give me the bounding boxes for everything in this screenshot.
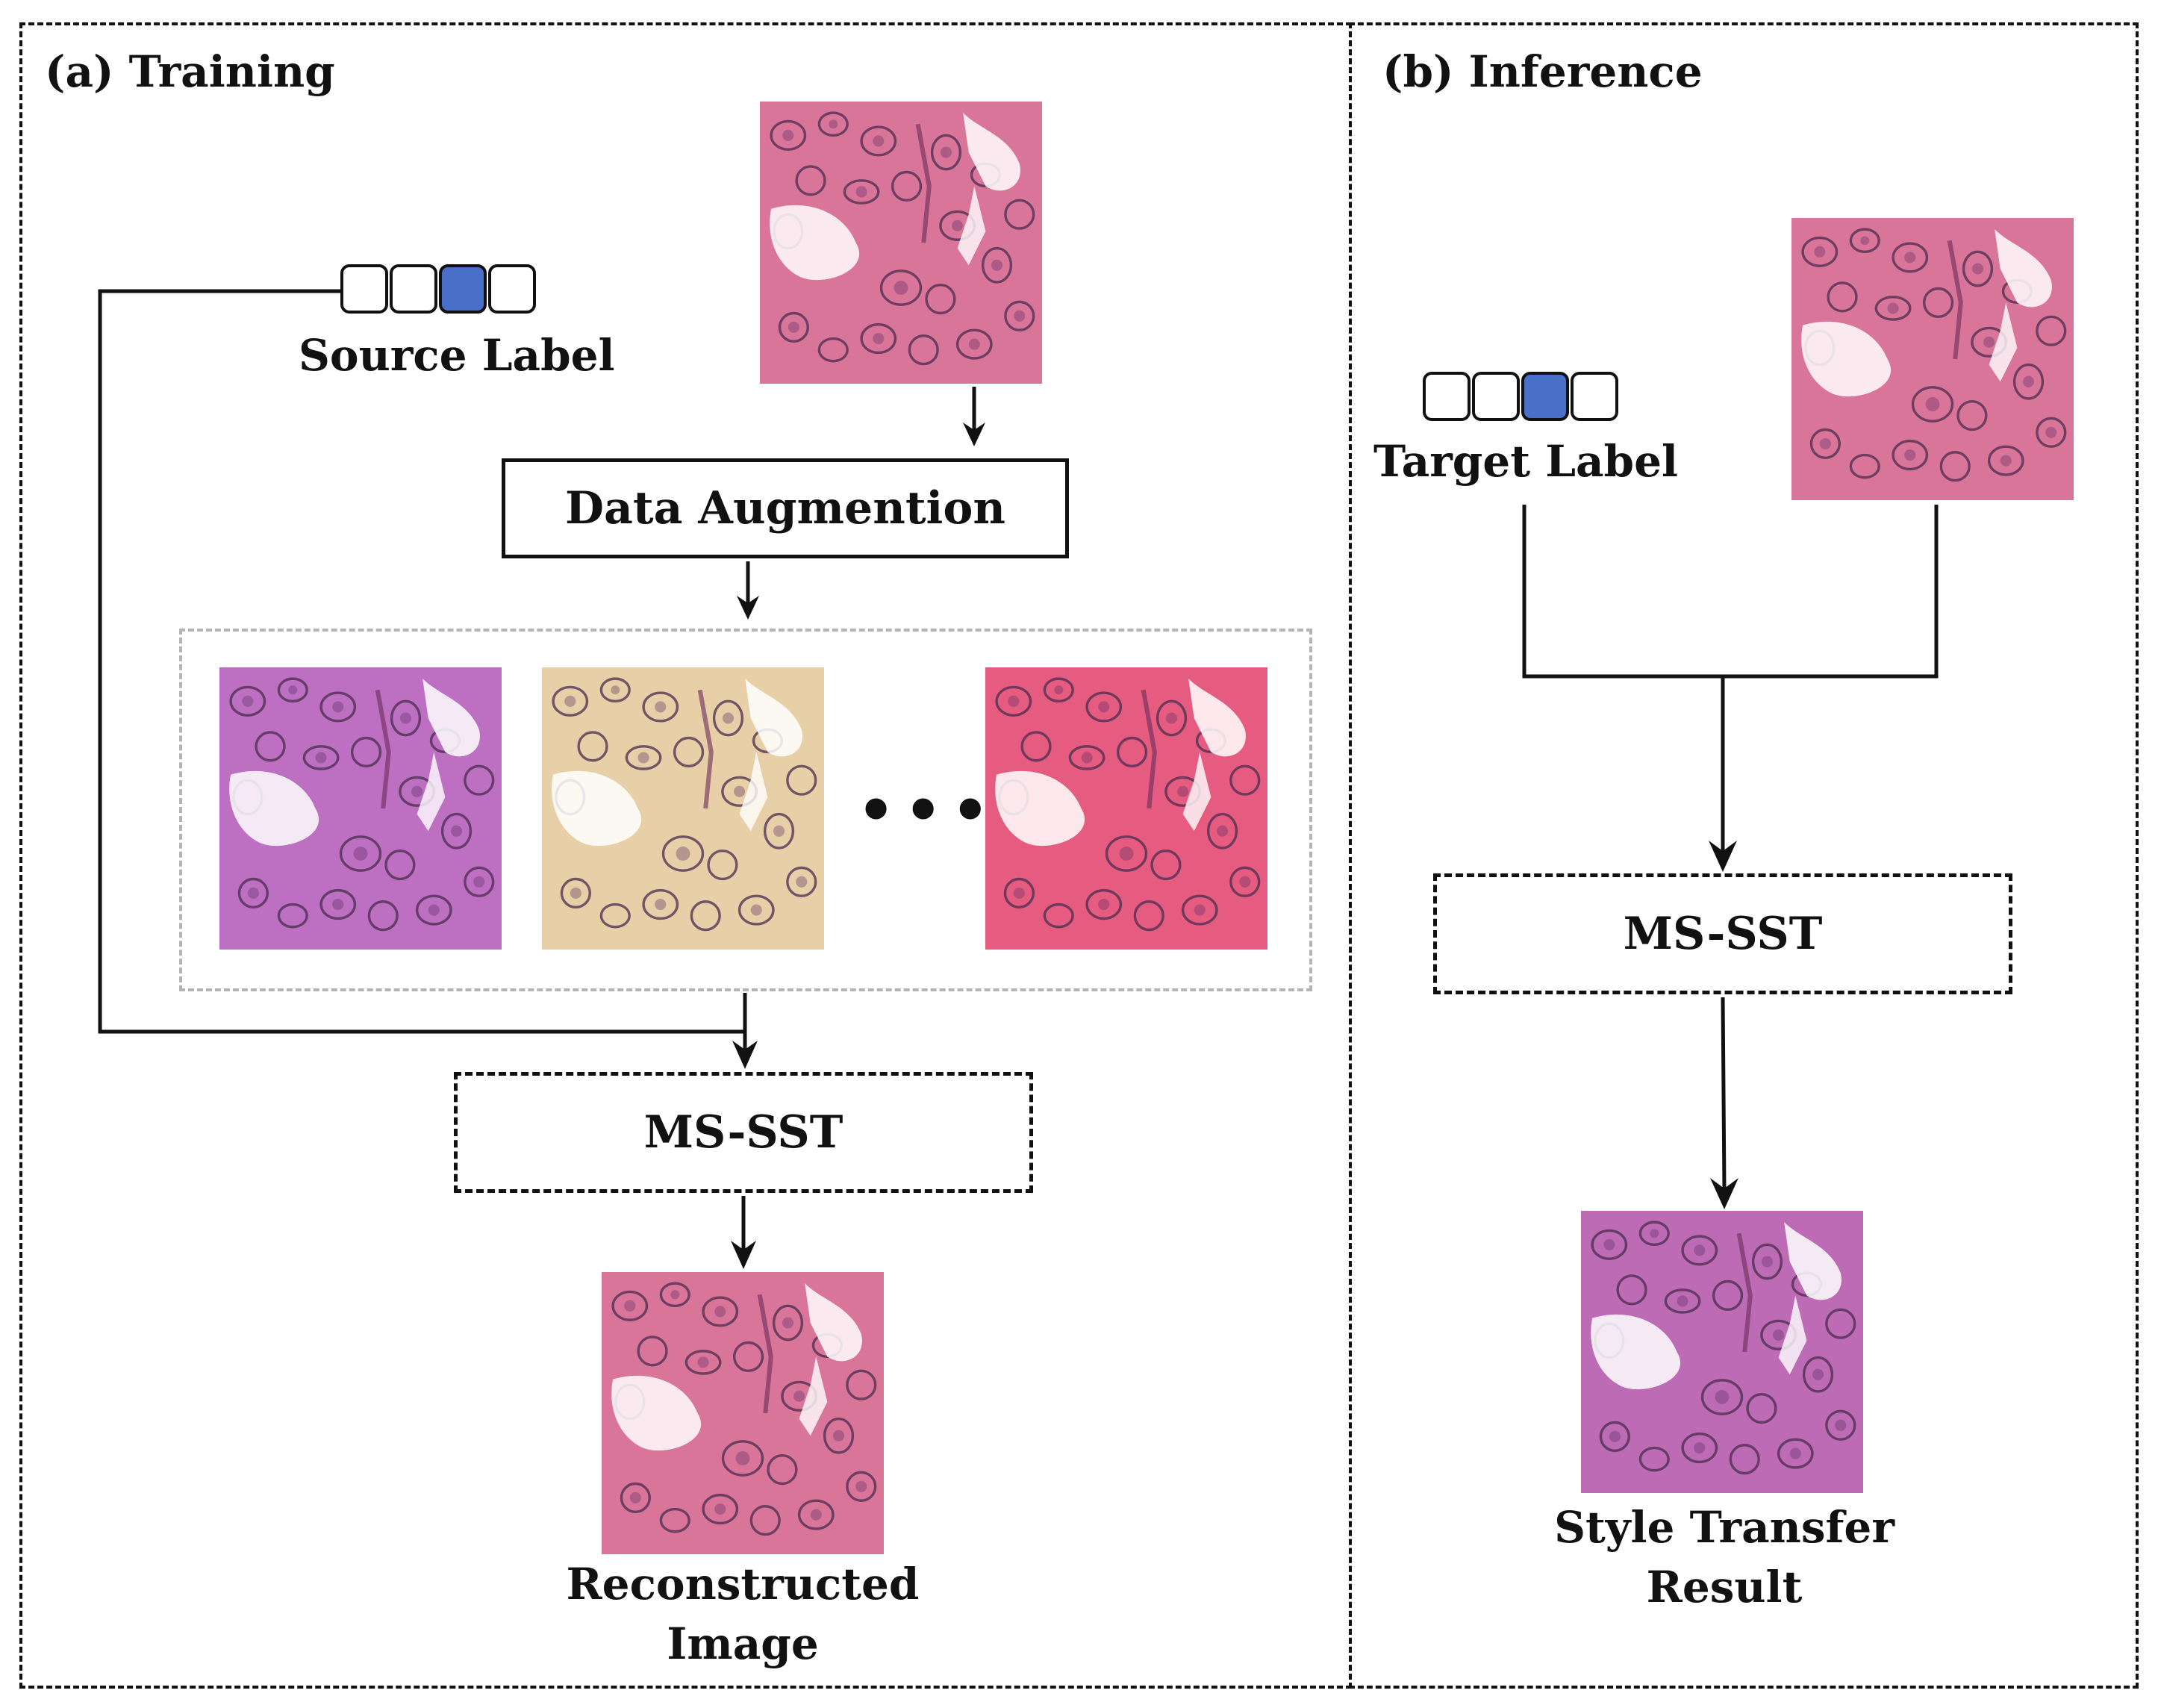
one-hot-cell: [1472, 372, 1520, 421]
inference-panel-title: (b) Inference: [1382, 46, 1703, 97]
reconstructed-image-label: Reconstructed Image: [523, 1554, 963, 1674]
one-hot-cell: [1423, 372, 1471, 421]
arrowhead: [732, 1041, 758, 1069]
augmented-images-group: [179, 629, 1312, 991]
one-hot-cell-active: [439, 264, 487, 314]
target-label-connector: [1522, 505, 1939, 679]
arrowhead: [731, 1241, 756, 1269]
arrowhead: [1709, 841, 1737, 872]
training-panel-title: (a) Training: [45, 46, 335, 97]
source-label-one-hot: [340, 264, 536, 314]
style-transfer-result-label: Style Transfer Result: [1515, 1497, 1933, 1617]
reconstructed-label-line2: Image: [667, 1618, 819, 1669]
one-hot-cell: [340, 264, 388, 314]
reconstructed-label-line1: Reconstructed: [566, 1559, 920, 1609]
one-hot-cell: [390, 264, 437, 314]
one-hot-cell-active: [1521, 372, 1569, 421]
arrowhead: [737, 596, 759, 620]
inference-ms-sst-box: MS-SST: [1433, 873, 2012, 994]
result-label-line2: Result: [1646, 1562, 1803, 1612]
result-label-line1: Style Transfer: [1554, 1502, 1895, 1553]
one-hot-cell: [488, 264, 536, 314]
training-ms-sst-box: MS-SST: [454, 1072, 1033, 1193]
arrow-ms-sst-to-result: [1721, 997, 1727, 1191]
inference-panel: [1349, 22, 2139, 1689]
arrowhead: [963, 423, 985, 446]
data-augmentation-box: Data Augmention: [502, 458, 1069, 558]
target-label-text: Target Label: [1373, 436, 1679, 487]
source-label-connector: [98, 289, 745, 1034]
arrowhead: [1710, 1178, 1738, 1209]
one-hot-cell: [1571, 372, 1618, 421]
source-label-text: Source Label: [299, 330, 615, 381]
ellipsis: •••: [857, 775, 999, 845]
target-label-one-hot: [1423, 372, 1618, 421]
